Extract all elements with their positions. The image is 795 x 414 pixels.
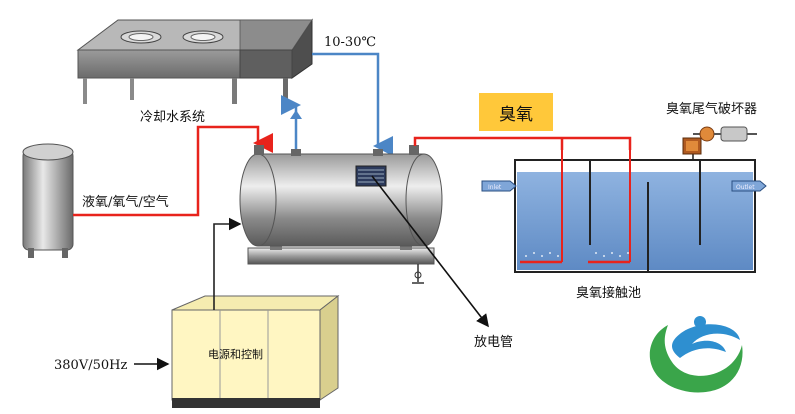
destructor-label: 臭氧尾气破坏器 [666,101,757,117]
power-line-to-generator [213,217,242,310]
discharge-tube-label: 放电管 [474,335,513,350]
contact-tank: Inlet Outlet [481,150,767,273]
discharge-tube-pointer [371,175,489,328]
chiller-unit [76,18,313,104]
cooling-water-lines [281,52,393,156]
outlet-label: Outlet [736,184,755,191]
ozone-label: 臭氧 [499,104,533,125]
ozone-output-line [413,136,632,150]
ozone-label-box: 臭氧 [479,93,553,131]
chiller-label: 冷却水系统 [140,110,205,125]
water-out-arrowhead [290,110,302,119]
gas-source-label: 液氧/氧气/空气 [82,194,169,210]
discharge-tube-window [355,165,387,187]
inlet-label: Inlet [488,184,502,191]
ozone-generator [239,145,443,284]
power-input-label: 380V/50Hz [54,358,127,373]
power-control-label: 电源和控制 [208,347,263,361]
gas-cylinder [22,143,74,258]
gas-feed-line [73,125,273,217]
ozone-destructor [682,126,757,160]
contact-tank-label: 臭氧接触池 [576,285,641,301]
temperature-label: 10-30℃ [324,35,376,50]
company-logo [649,316,743,393]
power-control-cabinet [171,294,340,408]
